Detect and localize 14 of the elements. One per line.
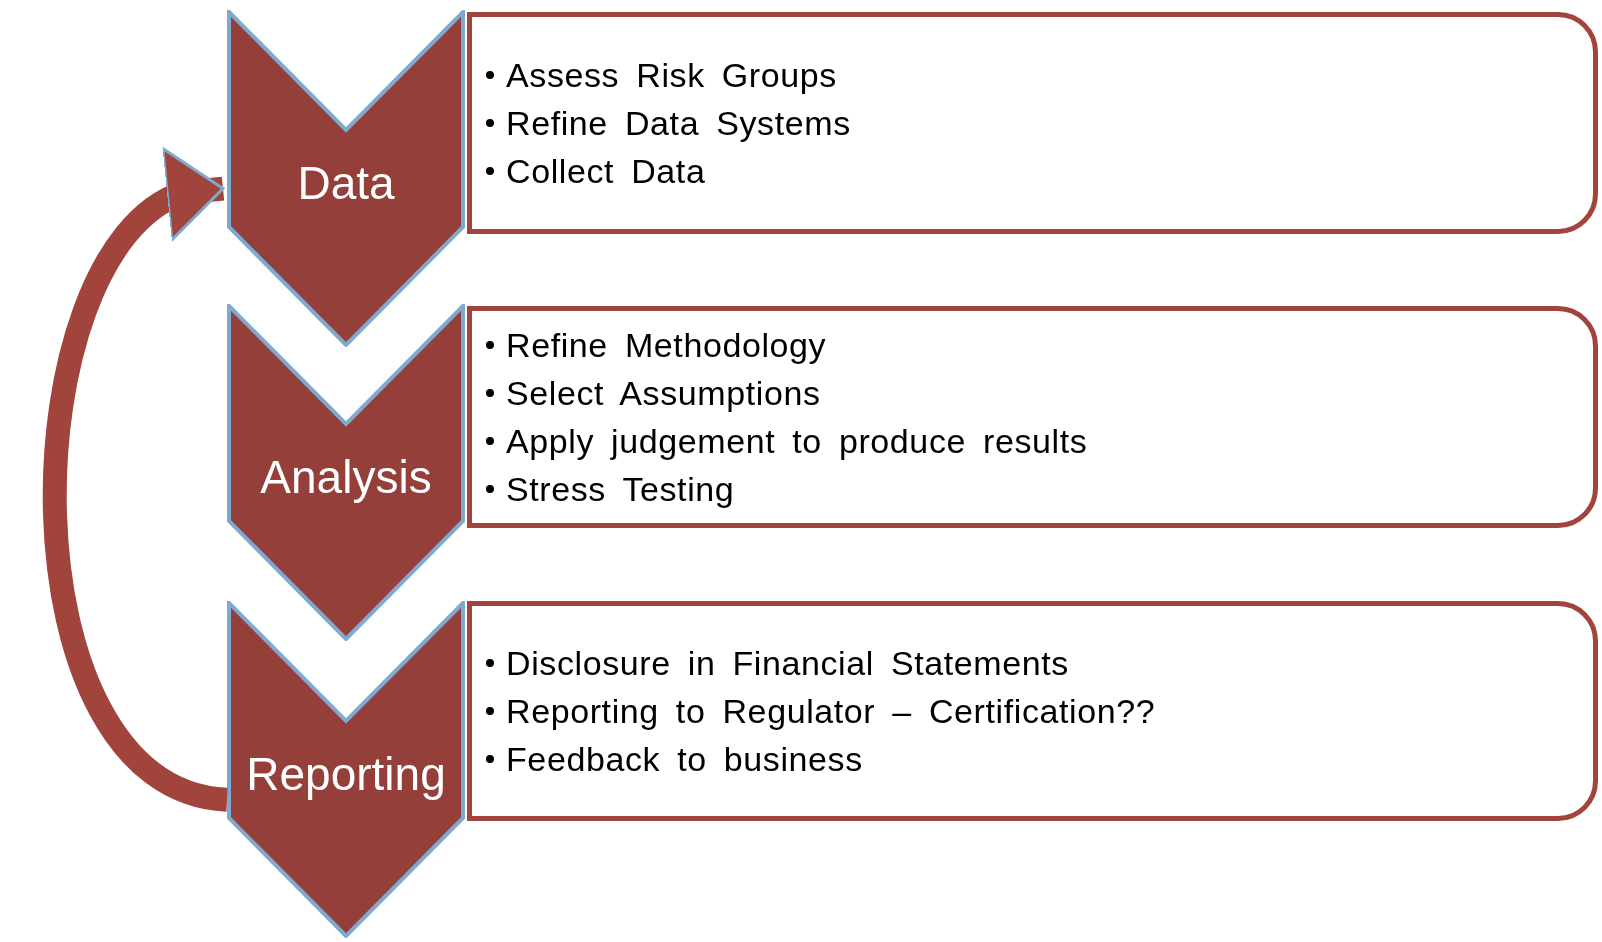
task-text: Feedback to business: [506, 739, 863, 780]
stage-label: Data: [297, 159, 395, 206]
task-text: Refine Methodology: [506, 325, 827, 366]
task-box: [467, 306, 1598, 528]
task-box: [467, 601, 1598, 821]
task-text: Apply judgement to produce results: [506, 421, 1088, 462]
task-text: Select Assumptions: [506, 373, 821, 414]
task-text: Reporting to Regulator – Certification??: [506, 691, 1156, 732]
task-box: [467, 12, 1598, 234]
task-text: Refine Data Systems: [506, 103, 851, 144]
task-text: Disclosure in Financial Statements: [506, 643, 1069, 684]
task-text: Assess Risk Groups: [506, 55, 837, 96]
task-text: Stress Testing: [506, 469, 735, 510]
task-text: Collect Data: [506, 151, 706, 192]
